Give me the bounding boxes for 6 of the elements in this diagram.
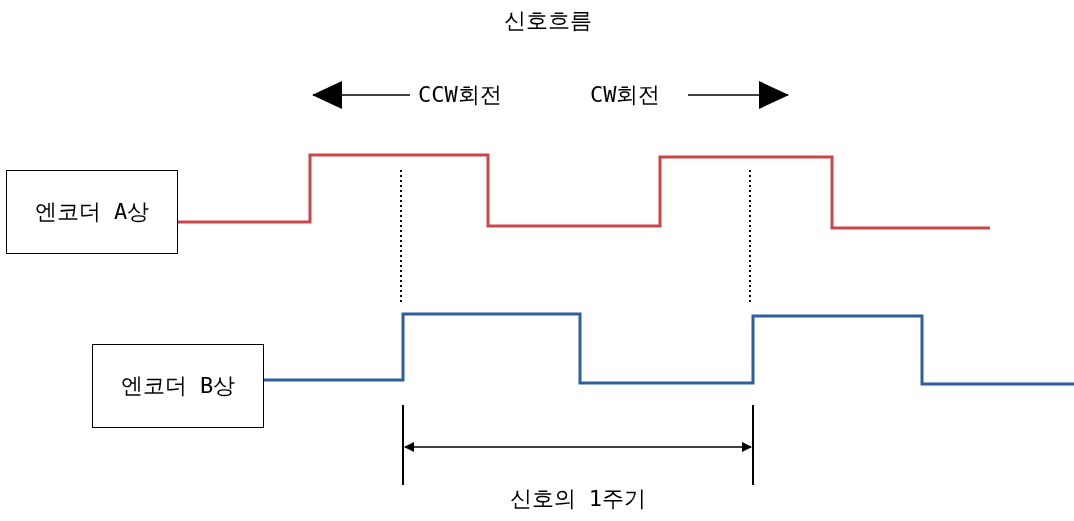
signal-box: 엔코더 A상 [6,170,178,254]
signal-box: 엔코더 B상 [92,344,264,428]
title: 신호흐름 [504,7,592,35]
rotation-label: CW회전 [590,81,661,109]
period-label: 신호의 1주기 [509,485,646,513]
rotation-label: CCW회전 [418,81,502,109]
